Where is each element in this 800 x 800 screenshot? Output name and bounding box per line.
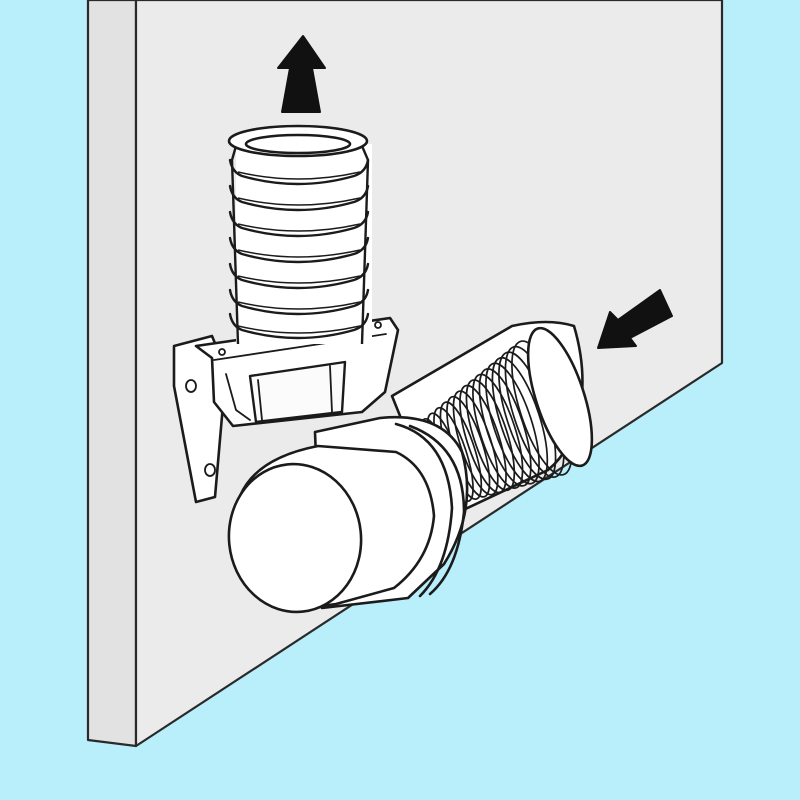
hose-rib bbox=[472, 373, 524, 489]
pipe-rib-groove bbox=[237, 301, 361, 310]
pipe-rib-groove bbox=[237, 171, 361, 180]
arrow-down-left-icon bbox=[597, 289, 673, 349]
hose-rib bbox=[465, 379, 516, 492]
wall-panel-edge bbox=[86, 0, 138, 748]
pipe-rib bbox=[228, 158, 370, 186]
hose-rib bbox=[491, 356, 549, 483]
elbow-connector bbox=[227, 415, 469, 614]
pipe-ribs bbox=[228, 145, 370, 345]
corrugated-outlet-pipe bbox=[227, 124, 372, 345]
pipe-right-edge bbox=[360, 145, 370, 345]
mounting-bracket bbox=[172, 316, 400, 504]
hose-rib bbox=[459, 384, 507, 494]
hose-rib bbox=[478, 368, 532, 487]
pipe-rib-groove bbox=[237, 249, 361, 258]
hose-rib bbox=[485, 362, 540, 485]
pipe-left-edge bbox=[230, 145, 240, 345]
pipe-rib-groove bbox=[237, 325, 361, 334]
elbow-front-cap bbox=[227, 462, 363, 614]
pipe-rib-groove bbox=[237, 275, 361, 284]
arrow-up-icon bbox=[277, 35, 326, 113]
pipe-rib bbox=[228, 184, 370, 212]
pipe-rib-groove bbox=[237, 223, 361, 232]
pipe-rib-groove bbox=[237, 197, 361, 206]
